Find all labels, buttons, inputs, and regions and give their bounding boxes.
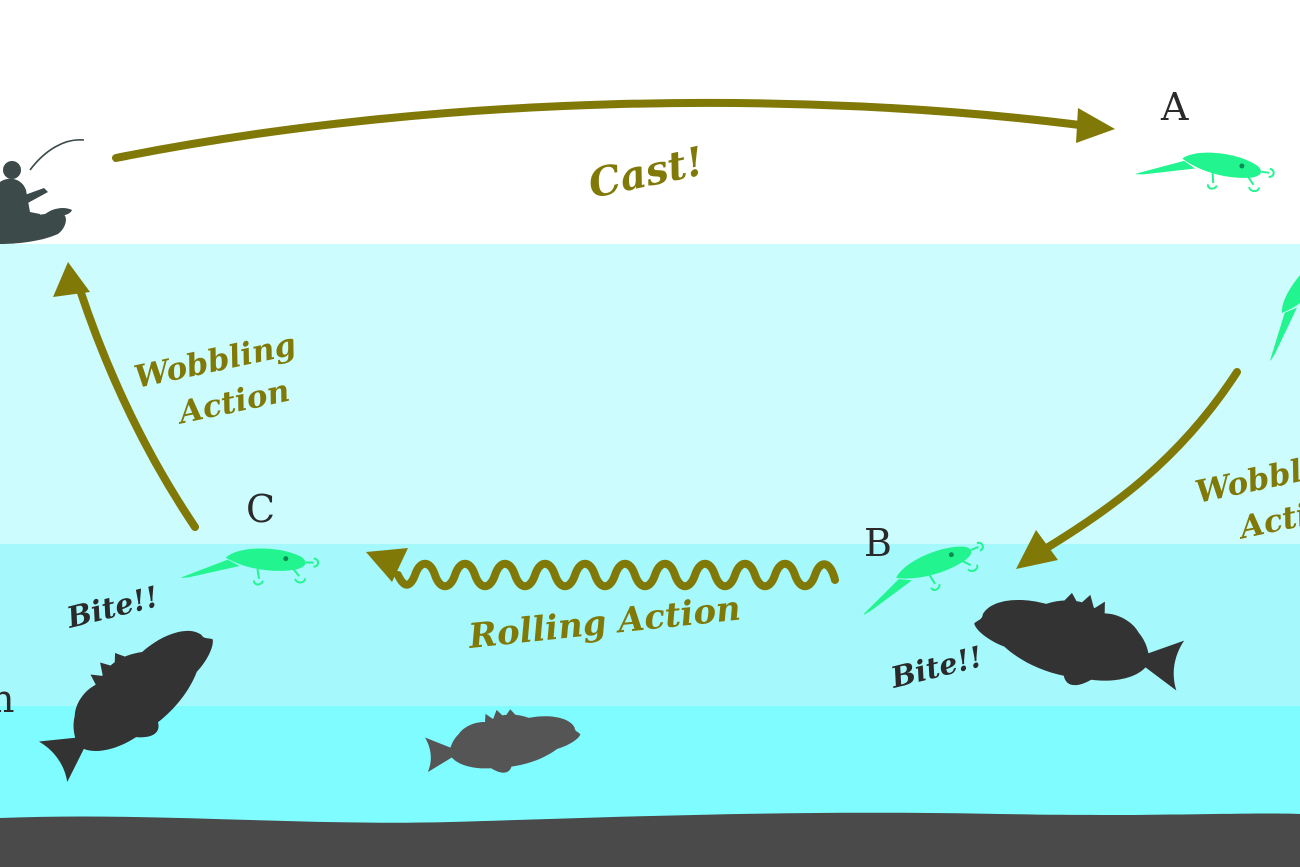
sky-band [0, 0, 1300, 244]
angler-icon [0, 139, 85, 244]
rolling-arrow [394, 559, 839, 591]
cast-arrowhead [1076, 108, 1115, 143]
lake-bottom [0, 812, 1300, 867]
wobbling-arrowhead-left [53, 262, 90, 297]
wobbling-arrow-left [76, 286, 199, 531]
water-band-deep [0, 706, 1300, 831]
wobbling-arrow-right [1036, 368, 1241, 556]
water-band-shallow [0, 244, 1300, 544]
point-c-label: C [246, 487, 275, 531]
edge-letter: n [0, 677, 14, 721]
cast-arrow [112, 98, 1099, 162]
point-b-label: B [864, 521, 892, 565]
wobbling-arrowhead-right [1016, 530, 1058, 569]
rolling-arrowhead [366, 548, 408, 582]
point-a-label: A [1160, 85, 1189, 129]
